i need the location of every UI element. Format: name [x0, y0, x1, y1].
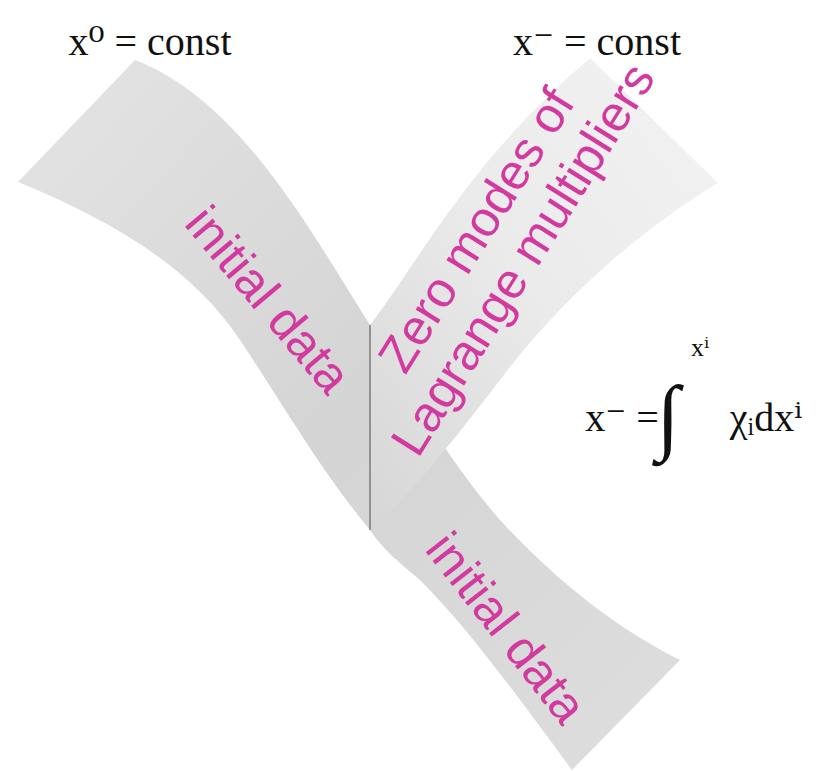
integral-sign: ∫: [656, 370, 679, 462]
equation-part: χᵢdxⁱ: [730, 396, 802, 440]
equation-part: x⁻ =: [585, 396, 659, 440]
sheet-label: x⁰ = const: [68, 20, 231, 64]
region-label: initial data: [175, 196, 362, 404]
integral-limit: xⁱ: [691, 334, 709, 363]
region-label: initial data: [415, 522, 597, 733]
